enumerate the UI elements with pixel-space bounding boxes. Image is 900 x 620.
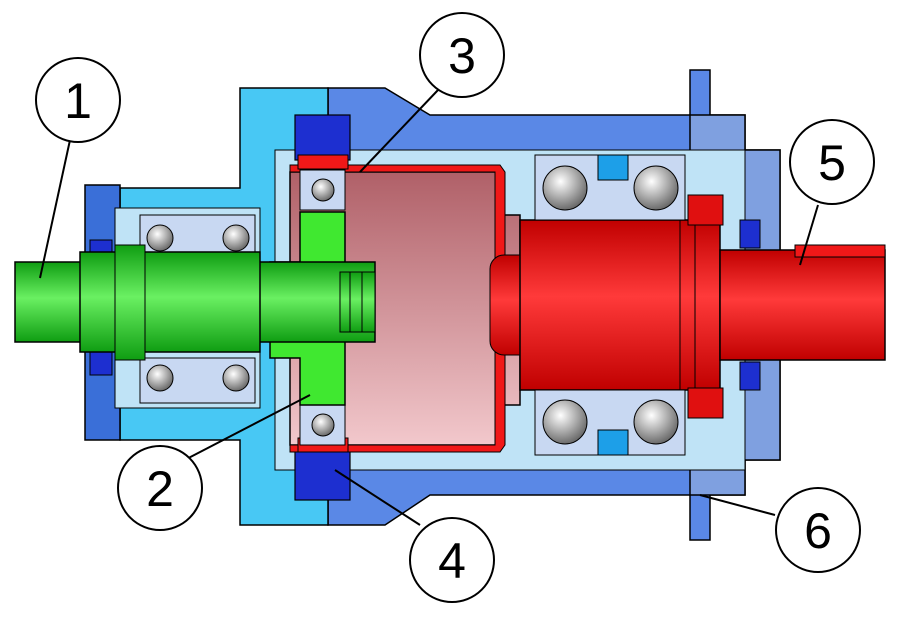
shaft-end-nut bbox=[339, 271, 376, 333]
callout-label: 6 bbox=[804, 503, 832, 559]
shaft-collar bbox=[79, 251, 261, 353]
callout-label: 5 bbox=[818, 135, 846, 191]
flexspline-cup bbox=[289, 154, 521, 453]
bearing-ball bbox=[633, 165, 679, 211]
bearing-ball bbox=[542, 399, 588, 445]
output-shaft bbox=[719, 249, 886, 361]
output-flange bbox=[519, 219, 721, 391]
bearing-ball bbox=[311, 178, 335, 202]
output-seal-ring bbox=[687, 387, 724, 419]
bearing-ball bbox=[146, 224, 174, 252]
circular-spline-top bbox=[294, 114, 351, 161]
callout-circle bbox=[35, 57, 121, 143]
seal bbox=[89, 349, 113, 376]
leader-line-6 bbox=[699, 494, 776, 516]
callout-1: 1 bbox=[35, 57, 121, 143]
callout-label: 3 bbox=[448, 28, 476, 84]
callout-label: 1 bbox=[64, 73, 92, 129]
output-shaft-assembly bbox=[489, 154, 886, 456]
wave-bearing-race bbox=[299, 169, 346, 211]
cup-rim bbox=[289, 164, 506, 453]
callout-4: 4 bbox=[409, 517, 495, 603]
callout-circle bbox=[117, 445, 203, 531]
bearing-ball bbox=[542, 165, 588, 211]
callout-6: 6 bbox=[775, 487, 861, 573]
leader-line-5 bbox=[799, 204, 819, 266]
callout-circle bbox=[419, 12, 505, 98]
bearing-ball bbox=[222, 364, 250, 392]
bearing-spacer bbox=[597, 429, 629, 456]
leader-line-1 bbox=[39, 139, 71, 279]
flexspline-teeth-top bbox=[297, 154, 349, 170]
callout-label: 4 bbox=[438, 533, 466, 589]
output-seal-ring bbox=[687, 194, 724, 226]
seal bbox=[739, 219, 761, 249]
circular-spline-bottom bbox=[294, 449, 351, 501]
leader-lines bbox=[39, 89, 819, 526]
input-shaft-assembly bbox=[14, 211, 376, 406]
bearing-spacer bbox=[597, 154, 629, 181]
callout-circle bbox=[789, 119, 875, 205]
callout-3: 3 bbox=[419, 12, 505, 98]
bearing-ball bbox=[222, 224, 250, 252]
bearing-ball bbox=[311, 413, 335, 437]
bearing-ball bbox=[633, 399, 679, 445]
callout-circle bbox=[409, 517, 495, 603]
bearing-ball bbox=[146, 364, 174, 392]
shaft-nut bbox=[114, 244, 146, 361]
seal bbox=[739, 361, 761, 391]
callout-5: 5 bbox=[789, 119, 875, 205]
output-key bbox=[794, 244, 886, 258]
leader-line-4 bbox=[334, 469, 421, 526]
callout-circle bbox=[775, 487, 861, 573]
callout-label: 2 bbox=[146, 461, 174, 517]
leader-line-3 bbox=[359, 89, 439, 173]
leader-line-2 bbox=[174, 394, 311, 466]
callout-2: 2 bbox=[117, 445, 203, 531]
